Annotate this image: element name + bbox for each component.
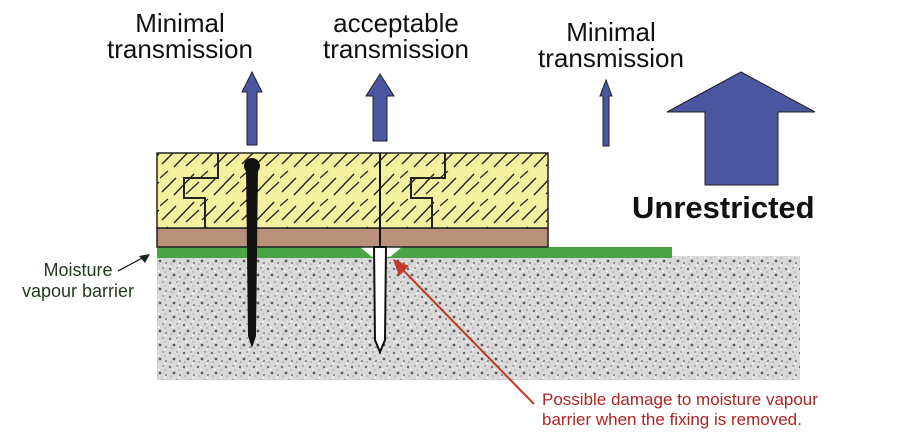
concrete-slab <box>157 256 800 380</box>
label-acceptable-mid: acceptable transmission <box>308 10 484 62</box>
note-line2: barrier when the fixing is removed. <box>542 410 802 430</box>
tongue-groove-joint-right <box>410 153 446 228</box>
moisture-vapour-barrier <box>157 247 672 258</box>
label-acceptable-line2: transmission <box>323 34 469 64</box>
label-barrier-line1: Moisture <box>43 260 113 280</box>
underlay-layer <box>156 227 549 248</box>
label-moisture-vapour-barrier: Moisture vapour barrier <box>8 260 148 301</box>
damage-pointer-arrow <box>398 265 535 405</box>
label-minimal-right: Minimal transmission <box>524 19 698 71</box>
damage-pointer-arrowhead <box>393 259 409 276</box>
timber-boards <box>156 152 549 229</box>
arrow-up-middle <box>365 73 395 142</box>
label-minimal-left-line2: transmission <box>107 34 253 64</box>
label-minimal-left-line1: Minimal <box>135 8 225 38</box>
label-minimal-right-line2: transmission <box>538 43 684 73</box>
barrier-pointer-arrowhead <box>139 254 150 263</box>
label-minimal-right-line1: Minimal <box>566 17 656 47</box>
note-line1: Possible damage to moisture vapour <box>542 390 818 409</box>
fixing-hole <box>372 246 388 355</box>
arrow-up-right-small <box>599 78 613 147</box>
nail-shank <box>246 166 258 348</box>
label-minimal-left: Minimal transmission <box>94 10 266 62</box>
label-acceptable-line1: acceptable <box>333 8 459 38</box>
note-possible-damage: Possible damage to moisture vapour barri… <box>542 390 892 431</box>
tongue-groove-joint-left <box>183 153 219 228</box>
arrow-up-left <box>241 70 263 146</box>
label-barrier-line2: vapour barrier <box>21 280 135 301</box>
arrow-up-unrestricted <box>666 71 816 186</box>
label-unrestricted: Unrestricted <box>632 190 815 225</box>
